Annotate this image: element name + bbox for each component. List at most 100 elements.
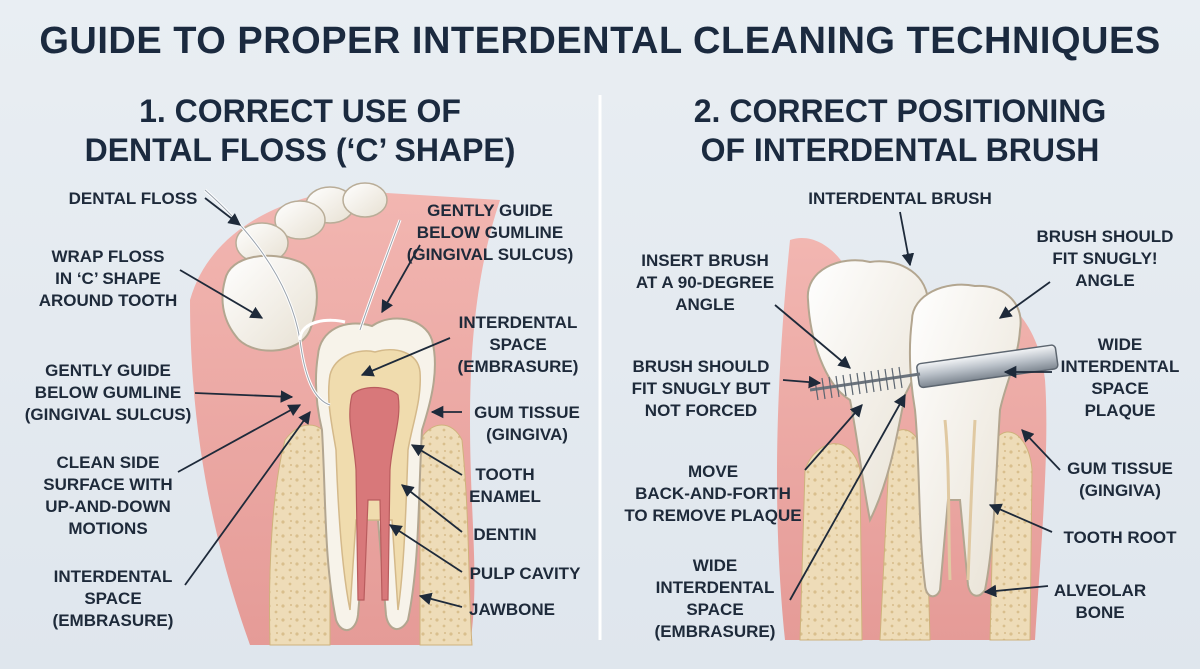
label-line: INTERDENTAL BRUSH — [808, 189, 992, 208]
label-wide-interdental-left: WIDE INTERDENTAL SPACE (EMBRASURE) — [640, 555, 790, 643]
label-line: INTERDENTAL — [655, 578, 775, 598]
label-line: PULP CAVITY — [469, 564, 581, 583]
label-line: UP-AND-DOWN — [45, 497, 171, 517]
section-heading-floss: 1. CORRECT USE OF DENTAL FLOSS (‘C’ SHAP… — [60, 92, 540, 170]
page-title: GUIDE TO PROPER INTERDENTAL CLEANING TEC… — [39, 20, 1161, 62]
label-line: BRUSH SHOULD — [1036, 227, 1174, 246]
label-line: (EMBRASURE) — [457, 357, 579, 377]
label-line: (GINGIVAL SULCUS) — [406, 245, 574, 265]
label-line: IN ‘C’ SHAPE — [55, 269, 161, 289]
label-interdental-brush: INTERDENTAL BRUSH — [800, 188, 1000, 210]
label-line: INTERDENTAL — [458, 313, 578, 332]
label-line: JAWBONE — [469, 600, 555, 619]
leader-dental-floss — [204, 197, 241, 226]
floss-illustration — [190, 182, 500, 646]
dental-floss-strand — [359, 219, 401, 331]
label-line: BACK-AND-FORTH — [635, 484, 791, 504]
leader-interdental-left — [184, 410, 311, 586]
leader-move — [804, 404, 863, 471]
label-line: ALVEOLAR — [1053, 581, 1147, 600]
leader-pulp-cavity — [388, 524, 463, 573]
label-line: TOOTH ROOT — [1063, 528, 1177, 547]
label-tooth-enamel: TOOTH ENAMEL — [460, 464, 550, 508]
heading-line: 2. CORRECT POSITIONING — [693, 93, 1107, 129]
floss-c-wrap — [298, 318, 346, 341]
label-line: (EMBRASURE) — [654, 622, 776, 642]
leader-guide-left — [194, 390, 294, 403]
heading-line: OF INTERDENTAL BRUSH — [700, 132, 1100, 169]
label-line: SPACE — [686, 600, 744, 620]
leader-clean-side — [177, 404, 302, 473]
label-line: GENTLY GUIDE — [45, 361, 171, 380]
label-dentin: DENTIN — [460, 524, 550, 546]
label-dental-floss: DENTAL FLOSS — [58, 188, 208, 210]
label-line: BELOW GUMLINE — [416, 223, 564, 243]
label-line: ANGLE — [1075, 271, 1135, 291]
label-line: (GINGIVA) — [486, 425, 568, 445]
label-line: PLAQUE — [1084, 401, 1156, 421]
label-gum-tissue-right: GUM TISSUE (GINGIVA) — [1050, 458, 1190, 502]
label-line: WRAP FLOSS — [51, 247, 165, 266]
label-line: SPACE — [1091, 379, 1149, 399]
label-alveolar-bone: ALVEOLAR BONE — [1040, 580, 1160, 624]
leader-wrap-floss — [179, 269, 264, 319]
label-line: INSERT BRUSH — [641, 251, 769, 270]
label-line: MOVE — [687, 462, 739, 481]
leader-lines-panel2 — [774, 211, 1061, 601]
back-tooth — [274, 200, 326, 240]
back-tooth — [342, 182, 388, 218]
label-fit-snugly-angle: BRUSH SHOULD FIT SNUGLY! ANGLE — [1030, 226, 1180, 292]
label-line: INTERDENTAL — [1060, 357, 1180, 377]
brush-handle — [916, 344, 1059, 389]
leader-wide-left — [789, 393, 906, 601]
label-line: CLEAN SIDE — [56, 453, 160, 472]
label-line: AT A 90-DEGREE — [635, 273, 775, 293]
label-line: ENAMEL — [469, 487, 541, 507]
heading-line: 1. CORRECT USE OF — [139, 93, 461, 129]
label-move-back-forth: MOVE BACK-AND-FORTH TO REMOVE PLAQUE — [618, 461, 808, 527]
heading-line: DENTAL FLOSS (‘C’ SHAPE) — [84, 132, 516, 169]
leader-fit-angle — [998, 281, 1051, 319]
leader-alveolar-bone — [983, 584, 1049, 598]
label-line: GENTLY GUIDE — [427, 201, 553, 220]
label-line: INTERDENTAL — [53, 567, 173, 586]
root-canal-line — [943, 419, 952, 581]
label-wide-interdental-plaque: WIDE INTERDENTAL SPACE PLAQUE — [1050, 334, 1190, 422]
label-guide-gumline-left: GENTLY GUIDE BELOW GUMLINE (GINGIVAL SUL… — [18, 360, 198, 426]
label-line: AROUND TOOTH — [38, 291, 178, 311]
label-line: (GINGIVA) — [1079, 481, 1161, 501]
jawbone-section — [419, 424, 473, 646]
label-line: SPACE — [84, 589, 142, 609]
leader-gum-tissue-right — [1021, 429, 1061, 471]
leader-interdental-brush — [899, 211, 915, 267]
leader-dentin — [401, 484, 463, 533]
label-fit-snugly-not-forced: BRUSH SHOULD FIT SNUGLY BUT NOT FORCED — [618, 356, 784, 422]
label-tooth-root: TOOTH ROOT — [1050, 527, 1190, 549]
label-line: ANGLE — [675, 295, 735, 315]
label-line: GUM TISSUE — [1067, 459, 1173, 478]
label-insert-brush: INSERT BRUSH AT A 90-DEGREE ANGLE — [620, 250, 790, 316]
label-guide-gumline-top: GENTLY GUIDE BELOW GUMLINE (GINGIVAL SUL… — [400, 200, 580, 266]
section-heading-brush: 2. CORRECT POSITIONING OF INTERDENTAL BR… — [650, 92, 1150, 170]
alveolar-bone — [799, 443, 863, 641]
leader-lines-panel1 — [177, 197, 463, 608]
label-line: BONE — [1075, 603, 1125, 623]
label-line: TOOTH — [475, 465, 535, 484]
label-line: BRUSH SHOULD — [632, 357, 770, 376]
leader-jawbone — [418, 592, 463, 608]
label-gum-tissue-left: GUM TISSUE (GINGIVA) — [462, 402, 592, 446]
label-line: SPACE — [489, 335, 547, 355]
label-interdental-space-right: INTERDENTAL SPACE (EMBRASURE) — [448, 312, 588, 378]
label-line: FIT SNUGLY BUT — [631, 379, 771, 399]
leader-fit-not-forced — [782, 375, 822, 389]
leader-guide-top — [381, 244, 421, 314]
label-line: GUM TISSUE — [474, 403, 580, 422]
label-line: MOTIONS — [68, 519, 148, 539]
label-line: FIT SNUGLY! — [1052, 249, 1158, 269]
leader-interdental-right — [360, 337, 451, 377]
jawbone-section — [269, 424, 331, 646]
label-line: TO REMOVE PLAQUE — [624, 506, 802, 526]
label-line: (EMBRASURE) — [52, 611, 174, 631]
